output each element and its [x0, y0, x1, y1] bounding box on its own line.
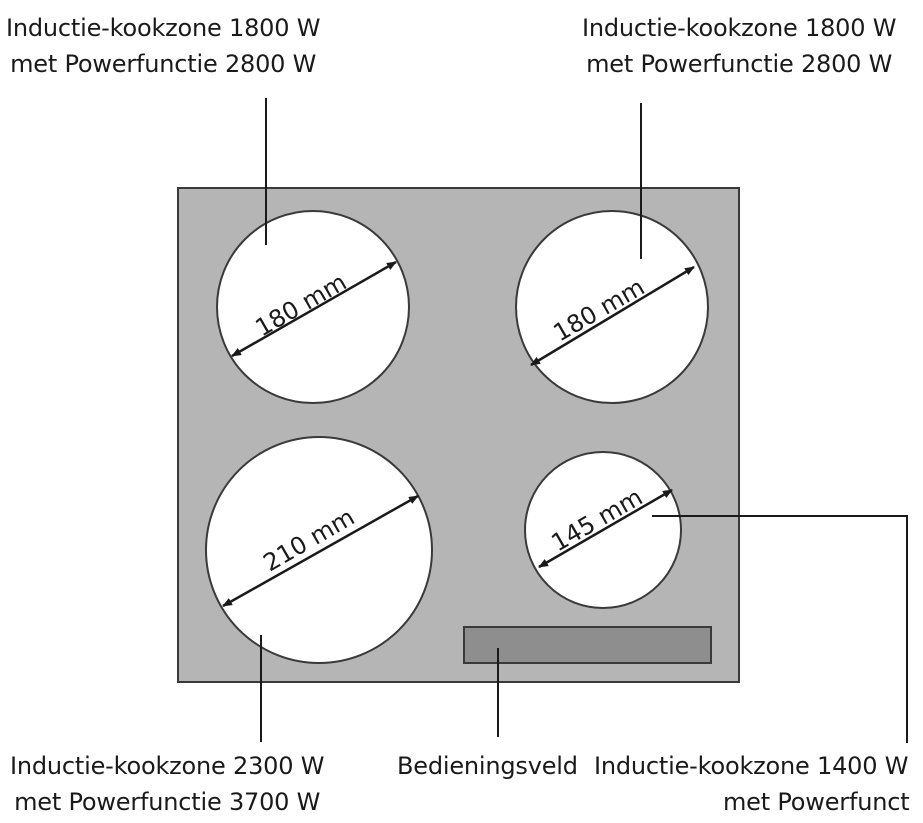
label-top-right-line1: Inductie-kookzone 1800 W	[582, 14, 897, 42]
label-top-right-line2: met Powerfunctie 2800 W	[586, 50, 893, 78]
label-control-panel: Bedieningsveld	[397, 748, 578, 784]
label-top-left-zone: Inductie-kookzone 1800 W met Powerfuncti…	[6, 10, 320, 82]
dimension-arrow-top-left	[231, 260, 397, 358]
dimension-arrow-bottom-right	[538, 488, 673, 569]
label-control-panel-line1: Bedieningsveld	[397, 752, 578, 780]
label-bottom-left-line2: met Powerfunctie 3700 W	[14, 788, 321, 816]
label-top-left-line1: Inductie-kookzone 1800 W	[6, 14, 321, 42]
leader-line-bottom-right	[652, 515, 908, 743]
label-bottom-left-zone: Inductie-kookzone 2300 W met Powerfuncti…	[10, 748, 324, 820]
label-top-left-line2: met Powerfunctie 2800 W	[10, 50, 317, 78]
dimension-arrow-bottom-left	[222, 494, 419, 608]
label-bottom-right-line1: Inductie-kookzone 1400 W	[594, 752, 909, 780]
label-top-right-zone: Inductie-kookzone 1800 W met Powerfuncti…	[582, 10, 896, 82]
label-bottom-right-zone: Inductie-kookzone 1400 W met Powerfunct	[594, 748, 923, 820]
dimension-arrow-top-right	[530, 265, 695, 367]
label-bottom-left-line1: Inductie-kookzone 2300 W	[10, 752, 325, 780]
control-panel	[463, 626, 712, 664]
label-bottom-right-line2: met Powerfunct	[723, 788, 910, 816]
